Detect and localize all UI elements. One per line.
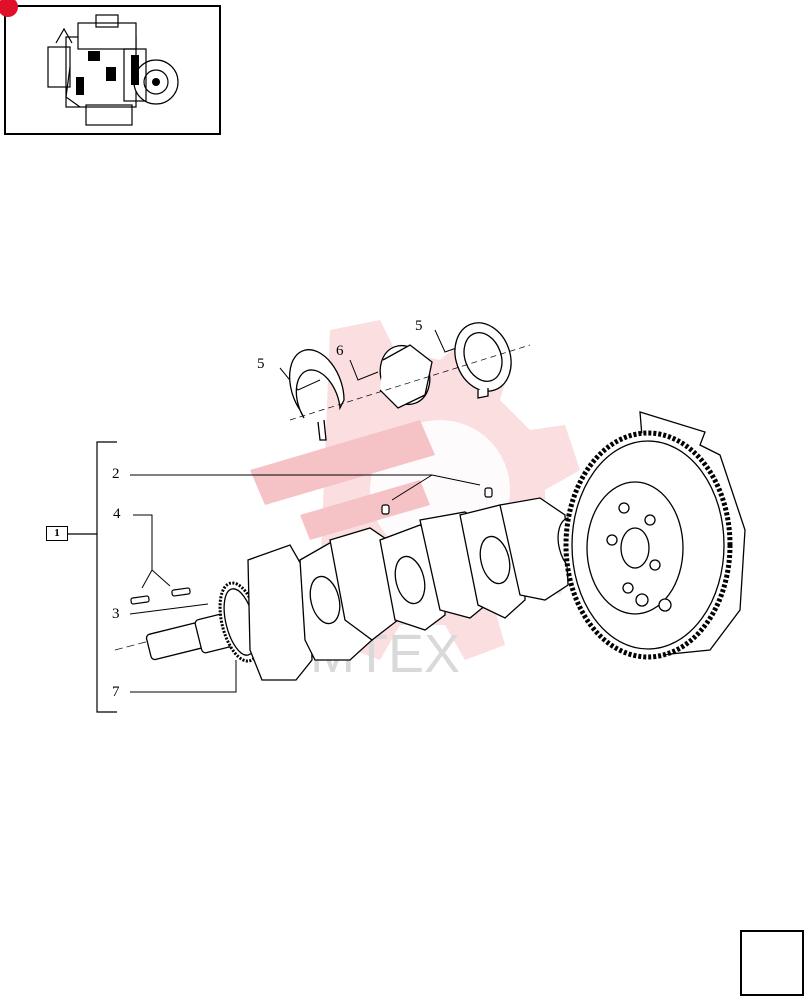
callout-5-left: 5: [257, 356, 265, 372]
flywheel: [563, 411, 746, 660]
callout-2: 2: [112, 466, 120, 482]
engine-thumbnail[interactable]: [0, 0, 221, 135]
dowel-pins: [381, 487, 493, 515]
leader-lines: [129, 329, 481, 693]
woodruff-keys: [130, 587, 191, 605]
callout-7: 7: [112, 684, 120, 700]
bearing-axis: [289, 344, 531, 421]
callout-6: 6: [336, 343, 344, 359]
engine-thumbnail-icon: [47, 14, 179, 126]
thrust-washer-left: [288, 349, 345, 441]
callout-4: 4: [113, 506, 121, 522]
callout-3: 3: [112, 606, 120, 622]
kit-bracket: [68, 441, 117, 713]
main-bearing-shell: [379, 344, 433, 409]
thumbnail-badge: [0, 0, 18, 17]
thrust-washer-right: [454, 322, 512, 399]
kit-reference-box[interactable]: 1: [46, 526, 68, 541]
callout-5-right: 5: [415, 318, 423, 334]
next-page-button[interactable]: [740, 930, 804, 996]
